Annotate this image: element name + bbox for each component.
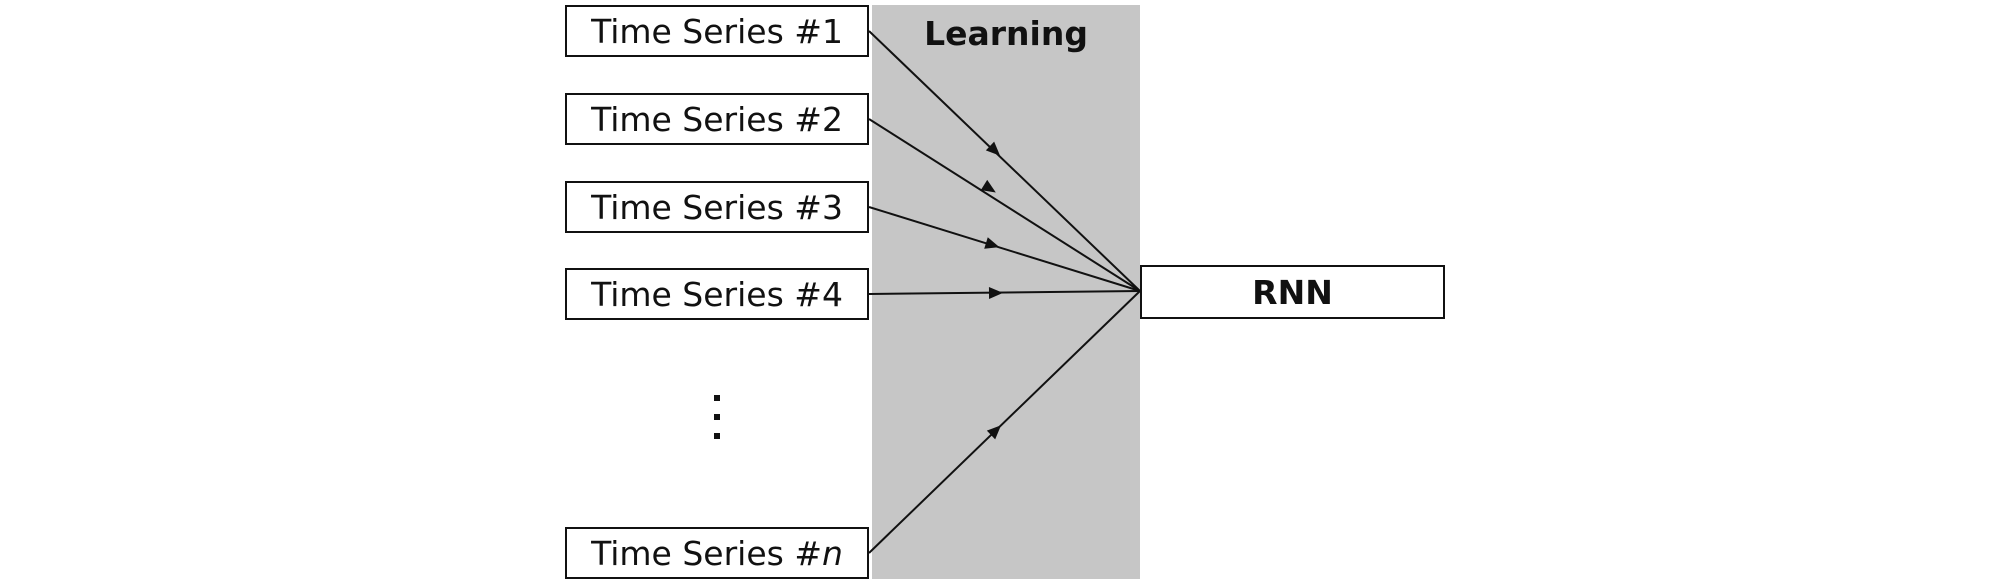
time-series-box-3: Time Series #3	[565, 181, 869, 233]
time-series-prefix: Time Series #	[591, 533, 822, 573]
rnn-box: RNN	[1140, 265, 1445, 319]
time-series-box-2: Time Series #2	[565, 93, 869, 145]
time-series-index: 4	[821, 274, 843, 314]
learning-label: Learning	[924, 14, 1088, 53]
ellipsis-dot	[714, 395, 720, 401]
time-series-prefix: Time Series #	[591, 274, 822, 314]
ellipsis-dot	[714, 433, 720, 439]
time-series-box-4: Time Series #4	[565, 268, 869, 320]
time-series-index: 3	[821, 187, 843, 227]
learning-region	[872, 5, 1140, 579]
time-series-box-1: Time Series #1	[565, 5, 869, 57]
time-series-prefix: Time Series #	[591, 187, 822, 227]
time-series-box-n: Time Series #n	[565, 527, 869, 579]
time-series-index: n	[821, 533, 843, 573]
time-series-index: 1	[821, 11, 843, 51]
time-series-prefix: Time Series #	[591, 11, 822, 51]
time-series-index: 2	[821, 99, 843, 139]
rnn-label: RNN	[1252, 272, 1333, 312]
vertical-ellipsis	[712, 393, 722, 443]
time-series-prefix: Time Series #	[591, 99, 822, 139]
ellipsis-dot	[714, 414, 720, 420]
